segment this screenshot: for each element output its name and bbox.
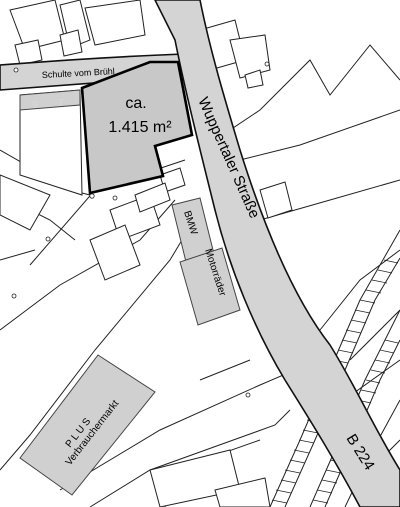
bmw-buildings xyxy=(171,197,241,326)
street-label-side: Schulte vom Brühl xyxy=(42,66,115,80)
buildings-top xyxy=(9,0,293,219)
buildings-bottom xyxy=(149,449,271,507)
main-road xyxy=(154,0,400,507)
parcel-label-ca: ca. xyxy=(125,95,146,112)
buildings-middle xyxy=(89,167,186,281)
house-number-9: 9 xyxy=(32,100,38,111)
plus-building xyxy=(19,354,156,496)
survey-points xyxy=(11,61,270,398)
parcel-area xyxy=(80,60,194,195)
buildings-left xyxy=(0,89,83,231)
house-number-7: 7 xyxy=(58,98,64,109)
parcel-label-area: 1.415 m² xyxy=(108,119,172,136)
